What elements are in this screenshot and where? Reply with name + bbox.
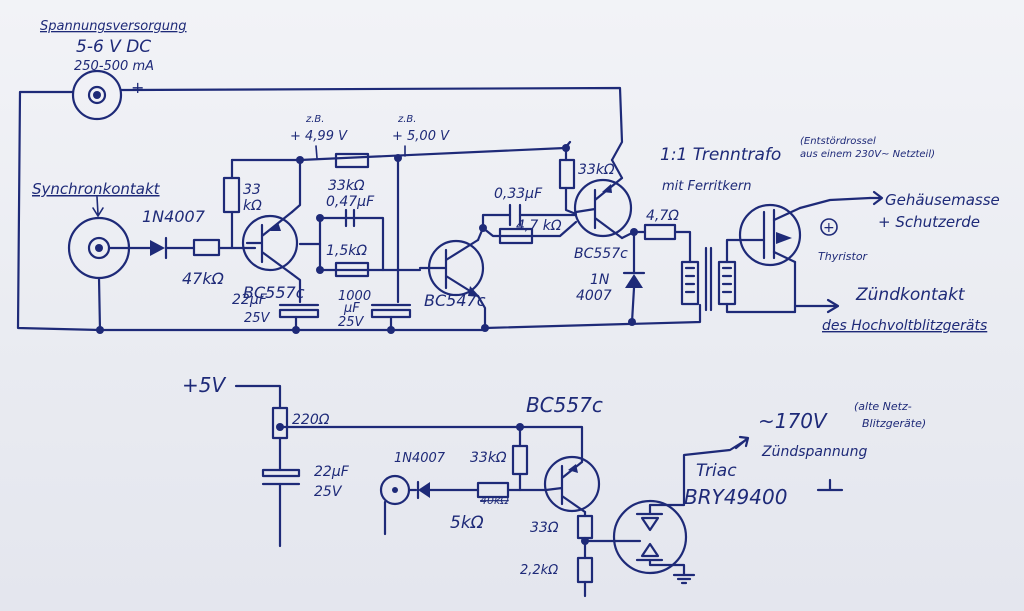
plus5v-label: +5V (182, 373, 226, 397)
left-outer-wire (16, 90, 102, 332)
supply-plus-label: + (131, 78, 144, 97)
zb-label-1: z.B. (305, 114, 324, 125)
thyristor-plus-label: + (823, 220, 835, 236)
transistor-1-label: BC557c (243, 283, 305, 302)
resistor-4-7ohm-label: 4,7Ω (646, 208, 679, 224)
diode-bottom-label: 1N4007 (394, 451, 446, 466)
transistor-bc557-2 (573, 158, 636, 240)
resistor-33ohm-label: 33Ω (530, 520, 559, 536)
resistor-33k-right (558, 158, 576, 190)
capacitor-22uf-label-b: 25V (244, 311, 271, 326)
capacitor-22uf-bottom-label-b: 25V (314, 484, 343, 500)
capacitor-033uf (508, 203, 522, 227)
resistor-33k-label-b: kΩ (243, 198, 262, 214)
transformer-note-2: aus einem 230V~ Netzteil) (800, 149, 935, 160)
power-supply-jack (71, 69, 123, 121)
transformer-note-1: (Entstördrossel (800, 136, 876, 147)
resistor-2-2k (576, 556, 594, 584)
ground-symbol-bottom (816, 478, 844, 492)
resistor-40k-label: 40kΩ (480, 494, 509, 507)
capacitor-047uf (344, 208, 356, 228)
transistor-bc547 (418, 226, 487, 330)
supply-voltage-label: 5-6 V DC (76, 37, 151, 57)
transformer-label: 1:1 Trenntrafo (660, 145, 781, 165)
thyristor (738, 196, 872, 314)
positive-rail-wire (119, 86, 624, 162)
trigger-contact-label: Zündkontakt (855, 285, 966, 305)
transistor-bc557-bottom (543, 455, 601, 518)
capacitor-1000uf (370, 303, 412, 332)
resistor-33k-bottom (511, 444, 529, 476)
transistor-bc557-1 (241, 158, 302, 304)
resistor-33ohm (576, 514, 594, 540)
capacitor-22uf (278, 303, 320, 332)
resistor-33k-right-label: 33kΩ (578, 162, 615, 178)
diode-1n4007-2 (622, 271, 646, 288)
voltage-note-b: Blitzgeräte) (862, 417, 926, 430)
capacitor-033uf-label: 0,33µF (494, 186, 543, 202)
capacitor-1000uf-label-b: µF (343, 301, 360, 316)
capacitor-22uf-label-a: 22µF (232, 292, 268, 308)
capacitor-1000uf-label-c: 25V (338, 315, 365, 330)
protective-earth-label: + Schutzerde (878, 213, 980, 231)
resistor-4-7ohm (643, 223, 677, 241)
case-ground-label: Gehäusemasse (885, 191, 1000, 209)
triac-label-b: BRY49400 (684, 485, 787, 509)
diode-1n4007-bottom (416, 480, 430, 500)
triac-label-a: Triac (696, 461, 737, 481)
resistor-220-label: 220Ω (292, 412, 330, 428)
resistor-33k-bottom-label: 33kΩ (470, 450, 507, 466)
zb-label-2: z.B. (397, 114, 416, 125)
capacitor-22uf-bottom (261, 468, 301, 548)
resistor-47k (192, 238, 221, 257)
resistor-1-5k (334, 261, 370, 278)
junction-dots (96, 144, 638, 334)
capacitor-1000uf-label-a: 1000 (338, 289, 371, 304)
voltage-note-a: (alte Netz- (854, 400, 912, 413)
resistor-2-2k-label: 2,2kΩ (520, 563, 558, 578)
resistor-5k-label: 5kΩ (450, 513, 484, 533)
transistor-bc547-label: BC547c (424, 291, 486, 310)
voltage-label-2: + 5,00 V (392, 129, 450, 144)
sync-contact-label: Synchronkontakt (32, 180, 161, 198)
top-circuit: Spannungsversorgung 5-6 V DC 250-500 mA … (16, 19, 1000, 334)
resistor-33k-top (334, 152, 370, 169)
ignition-voltage-label: Zündspannung (761, 444, 867, 460)
voltage-label-1: + 4,99 V (290, 129, 348, 144)
flash-device-label: des Hochvoltblitzgeräts (822, 318, 987, 334)
voltage-170v-label: ~170V (758, 409, 828, 433)
diode-1-label: 1N4007 (142, 207, 206, 226)
resistor-33k-top-label: 33kΩ (328, 178, 365, 194)
resistor-33k-label-a: 33 (243, 182, 261, 198)
supply-current-label: 250-500 mA (74, 59, 154, 74)
capacitor-22uf-bottom-label-a: 22µF (314, 464, 350, 480)
transformer-core-label: mit Ferritkern (662, 179, 752, 194)
bottom-circuit: +5V 220Ω 22µF 25V 1N4007 40 (182, 373, 926, 598)
resistor-33k-base (222, 176, 241, 214)
triac-bry49400 (612, 438, 748, 585)
supply-title-label: Spannungsversorgung (40, 19, 187, 34)
transistor-bc557-2-label: BC557c (574, 246, 628, 262)
sync-contact-jack-bottom (379, 474, 411, 536)
diode-2-label-b: 4007 (576, 288, 612, 304)
isolation-transformer (680, 238, 797, 314)
capacitor-047uf-label: 0,47µF (326, 194, 375, 210)
thyristor-label: Thyristor (818, 250, 869, 263)
resistor-1-5k-label: 1,5kΩ (326, 243, 367, 259)
sync-arrow-line (92, 196, 104, 218)
sync-contact-jack (67, 216, 131, 332)
transistor-bottom-label: BC557c (526, 393, 603, 417)
diode-1n4007 (150, 236, 168, 260)
diode-2-label-a: 1N (590, 272, 610, 288)
resistor-47k-label: 47kΩ (182, 269, 225, 288)
resistor-4-7k (498, 227, 534, 245)
resistor-4-7k-label: 4,7 kΩ (516, 218, 562, 234)
